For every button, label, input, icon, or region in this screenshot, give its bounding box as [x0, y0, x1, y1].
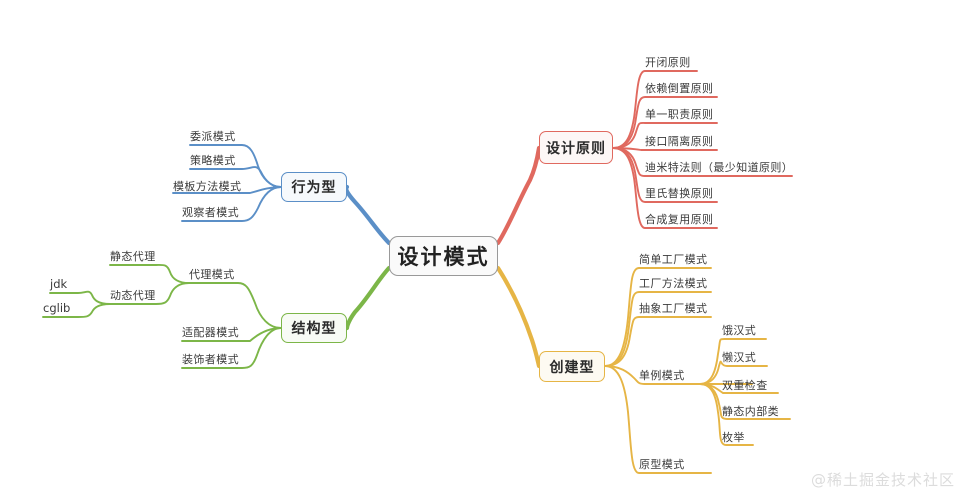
leaf-label-text: 抽象工厂模式	[639, 302, 708, 315]
leaf-label-text: 策略模式	[190, 154, 236, 167]
leaf-label-text: 双重检查	[722, 379, 768, 392]
leaf-label-text: 模板方法模式	[173, 180, 242, 193]
leaf-label-text: 静态代理	[110, 250, 156, 263]
root-node[interactable]: 设计模式	[389, 236, 498, 276]
branch-lines-structural	[42, 264, 282, 369]
leaf-principle-1[interactable]: 依赖倒置原则	[645, 83, 713, 94]
leaf-label-text: 里氏替换原则	[645, 187, 714, 200]
leaf-label-text: 依赖倒置原则	[645, 82, 714, 95]
leaf-behavioral-0[interactable]: 委派模式	[190, 131, 236, 142]
leaf-label-text: 合成复用原则	[645, 213, 714, 226]
branch-node-principles[interactable]: 设计原则	[539, 131, 613, 164]
leaf-creational-singleton[interactable]: 单例模式	[639, 370, 685, 381]
leaf-label-text: 开闭原则	[645, 56, 691, 69]
leaf-label-text: 简单工厂模式	[639, 253, 708, 266]
leaf-singleton-1[interactable]: 懒汉式	[722, 352, 756, 363]
leaf-dynamic-cglib[interactable]: cglib	[43, 301, 71, 315]
leaf-label-text: 单例模式	[639, 369, 685, 382]
leaf-behavioral-3[interactable]: 观察者模式	[182, 207, 239, 218]
branch-node-principles-label: 设计原则	[546, 140, 606, 157]
leaf-label-text: 动态代理	[110, 289, 156, 302]
leaf-label-text: 接口隔离原则	[645, 135, 714, 148]
leaf-label-text: 单一职责原则	[645, 108, 714, 121]
leaf-creational-2[interactable]: 抽象工厂模式	[639, 303, 707, 314]
leaf-label-text: 迪米特法则（最少知道原则）	[645, 161, 794, 174]
root-node-label: 设计模式	[397, 245, 490, 269]
leaf-structural-decorator[interactable]: 装饰者模式	[182, 354, 239, 365]
branch-node-behavioral-label: 行为型	[291, 180, 337, 196]
leaf-label-text: 观察者模式	[182, 206, 239, 219]
leaf-principle-5[interactable]: 里氏替换原则	[645, 188, 713, 199]
leaf-proxy-dynamic[interactable]: 动态代理	[110, 290, 156, 301]
leaf-dynamic-jdk[interactable]: jdk	[50, 277, 68, 291]
leaf-label-text: 枚举	[722, 431, 745, 444]
branch-lines-creational	[604, 267, 791, 474]
branch-node-structural-label: 结构型	[291, 321, 337, 337]
leaf-label-text: jdk	[50, 277, 68, 291]
leaf-creational-prototype[interactable]: 原型模式	[639, 459, 685, 470]
leaf-singleton-2[interactable]: 双重检查	[722, 380, 768, 391]
trunk-structural	[344, 265, 392, 331]
branch-node-behavioral[interactable]: 行为型	[281, 172, 347, 202]
trunk-creational	[495, 265, 542, 369]
leaf-behavioral-2[interactable]: 模板方法模式	[173, 181, 241, 192]
leaf-principle-6[interactable]: 合成复用原则	[645, 214, 713, 225]
leaf-principle-4[interactable]: 迪米特法则（最少知道原则）	[645, 162, 793, 173]
leaf-label-text: 委派模式	[190, 130, 236, 143]
leaf-label-text: 装饰者模式	[182, 353, 239, 366]
leaf-behavioral-1[interactable]: 策略模式	[190, 155, 236, 166]
leaf-label-text: 代理模式	[189, 268, 235, 281]
trunk-behavioral	[344, 184, 392, 246]
leaf-creational-1[interactable]: 工厂方法模式	[639, 278, 707, 289]
leaf-label-text: 适配器模式	[182, 326, 239, 339]
leaf-structural-adapter[interactable]: 适配器模式	[182, 327, 239, 338]
leaf-principle-3[interactable]: 接口隔离原则	[645, 136, 713, 147]
leaf-label-text: cglib	[43, 301, 71, 315]
leaf-singleton-3[interactable]: 静态内部类	[722, 406, 779, 417]
leaf-label-text: 懒汉式	[722, 351, 757, 364]
leaf-label-text: 工厂方法模式	[639, 277, 708, 290]
leaf-principle-2[interactable]: 单一职责原则	[645, 109, 713, 120]
branch-node-creational[interactable]: 创建型	[539, 351, 605, 382]
leaf-label-text: 原型模式	[639, 458, 685, 471]
trunk-principles	[495, 145, 542, 246]
leaf-singleton-4[interactable]: 枚举	[722, 432, 745, 443]
branch-node-structural[interactable]: 结构型	[281, 313, 347, 343]
leaf-singleton-0[interactable]: 饿汉式	[722, 325, 756, 336]
branch-node-creational-label: 创建型	[549, 359, 595, 376]
leaf-creational-0[interactable]: 简单工厂模式	[639, 254, 707, 265]
leaf-proxy-static[interactable]: 静态代理	[110, 251, 156, 262]
leaf-principle-0[interactable]: 开闭原则	[645, 57, 691, 68]
leaf-structural-proxy[interactable]: 代理模式	[189, 269, 235, 280]
leaf-label-text: 饿汉式	[722, 324, 757, 337]
leaf-label-text: 静态内部类	[722, 405, 779, 418]
branch-lines-principles	[612, 70, 793, 229]
branch-lines-behavioral	[172, 144, 282, 222]
watermark: @稀土掘金技术社区	[810, 471, 955, 489]
